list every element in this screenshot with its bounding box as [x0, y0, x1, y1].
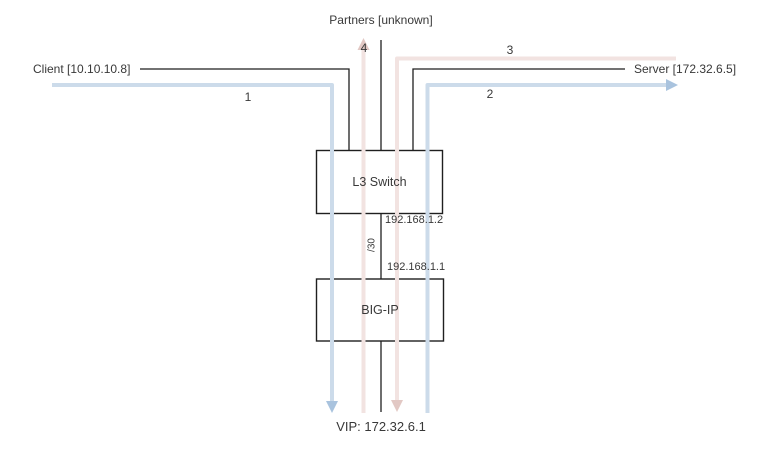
flow-1-arrowhead	[326, 401, 338, 413]
l3-switch-box	[315, 149, 444, 215]
flow-1-line	[52, 83, 334, 401]
client-label: Client [10.10.10.8]	[33, 62, 131, 76]
flow-4-number-label: 4	[360, 41, 368, 55]
l3-switch-label: L3 Switch	[352, 175, 407, 189]
bigip-interface-ip-label: 192.168.1.1	[387, 261, 446, 273]
partners-label: Partners [unknown]	[329, 13, 433, 27]
flow-2-line	[425, 83, 666, 413]
vip-label: VIP: 172.32.6.1	[336, 419, 426, 434]
flow-4-arrowhead	[357, 38, 370, 50]
flow-1-number-label: 1	[244, 90, 252, 104]
flow-2-arrowhead	[666, 79, 678, 91]
flow-3-line	[395, 56, 676, 400]
subnet-mask-label: /30	[366, 238, 378, 252]
flow-3-number-label: 3	[506, 43, 514, 57]
flow-2-number-label: 2	[486, 87, 494, 101]
flow-3-arrowhead	[391, 400, 403, 412]
client-uplink-line	[140, 68, 350, 150]
server-uplink-line	[412, 68, 625, 150]
big-ip-box	[315, 278, 445, 342]
big-ip-label: BIG-IP	[361, 303, 399, 317]
server-label: Server [172.32.6.5]	[634, 62, 737, 76]
switch-interface-ip-label: 192.168.1.2	[385, 214, 444, 226]
